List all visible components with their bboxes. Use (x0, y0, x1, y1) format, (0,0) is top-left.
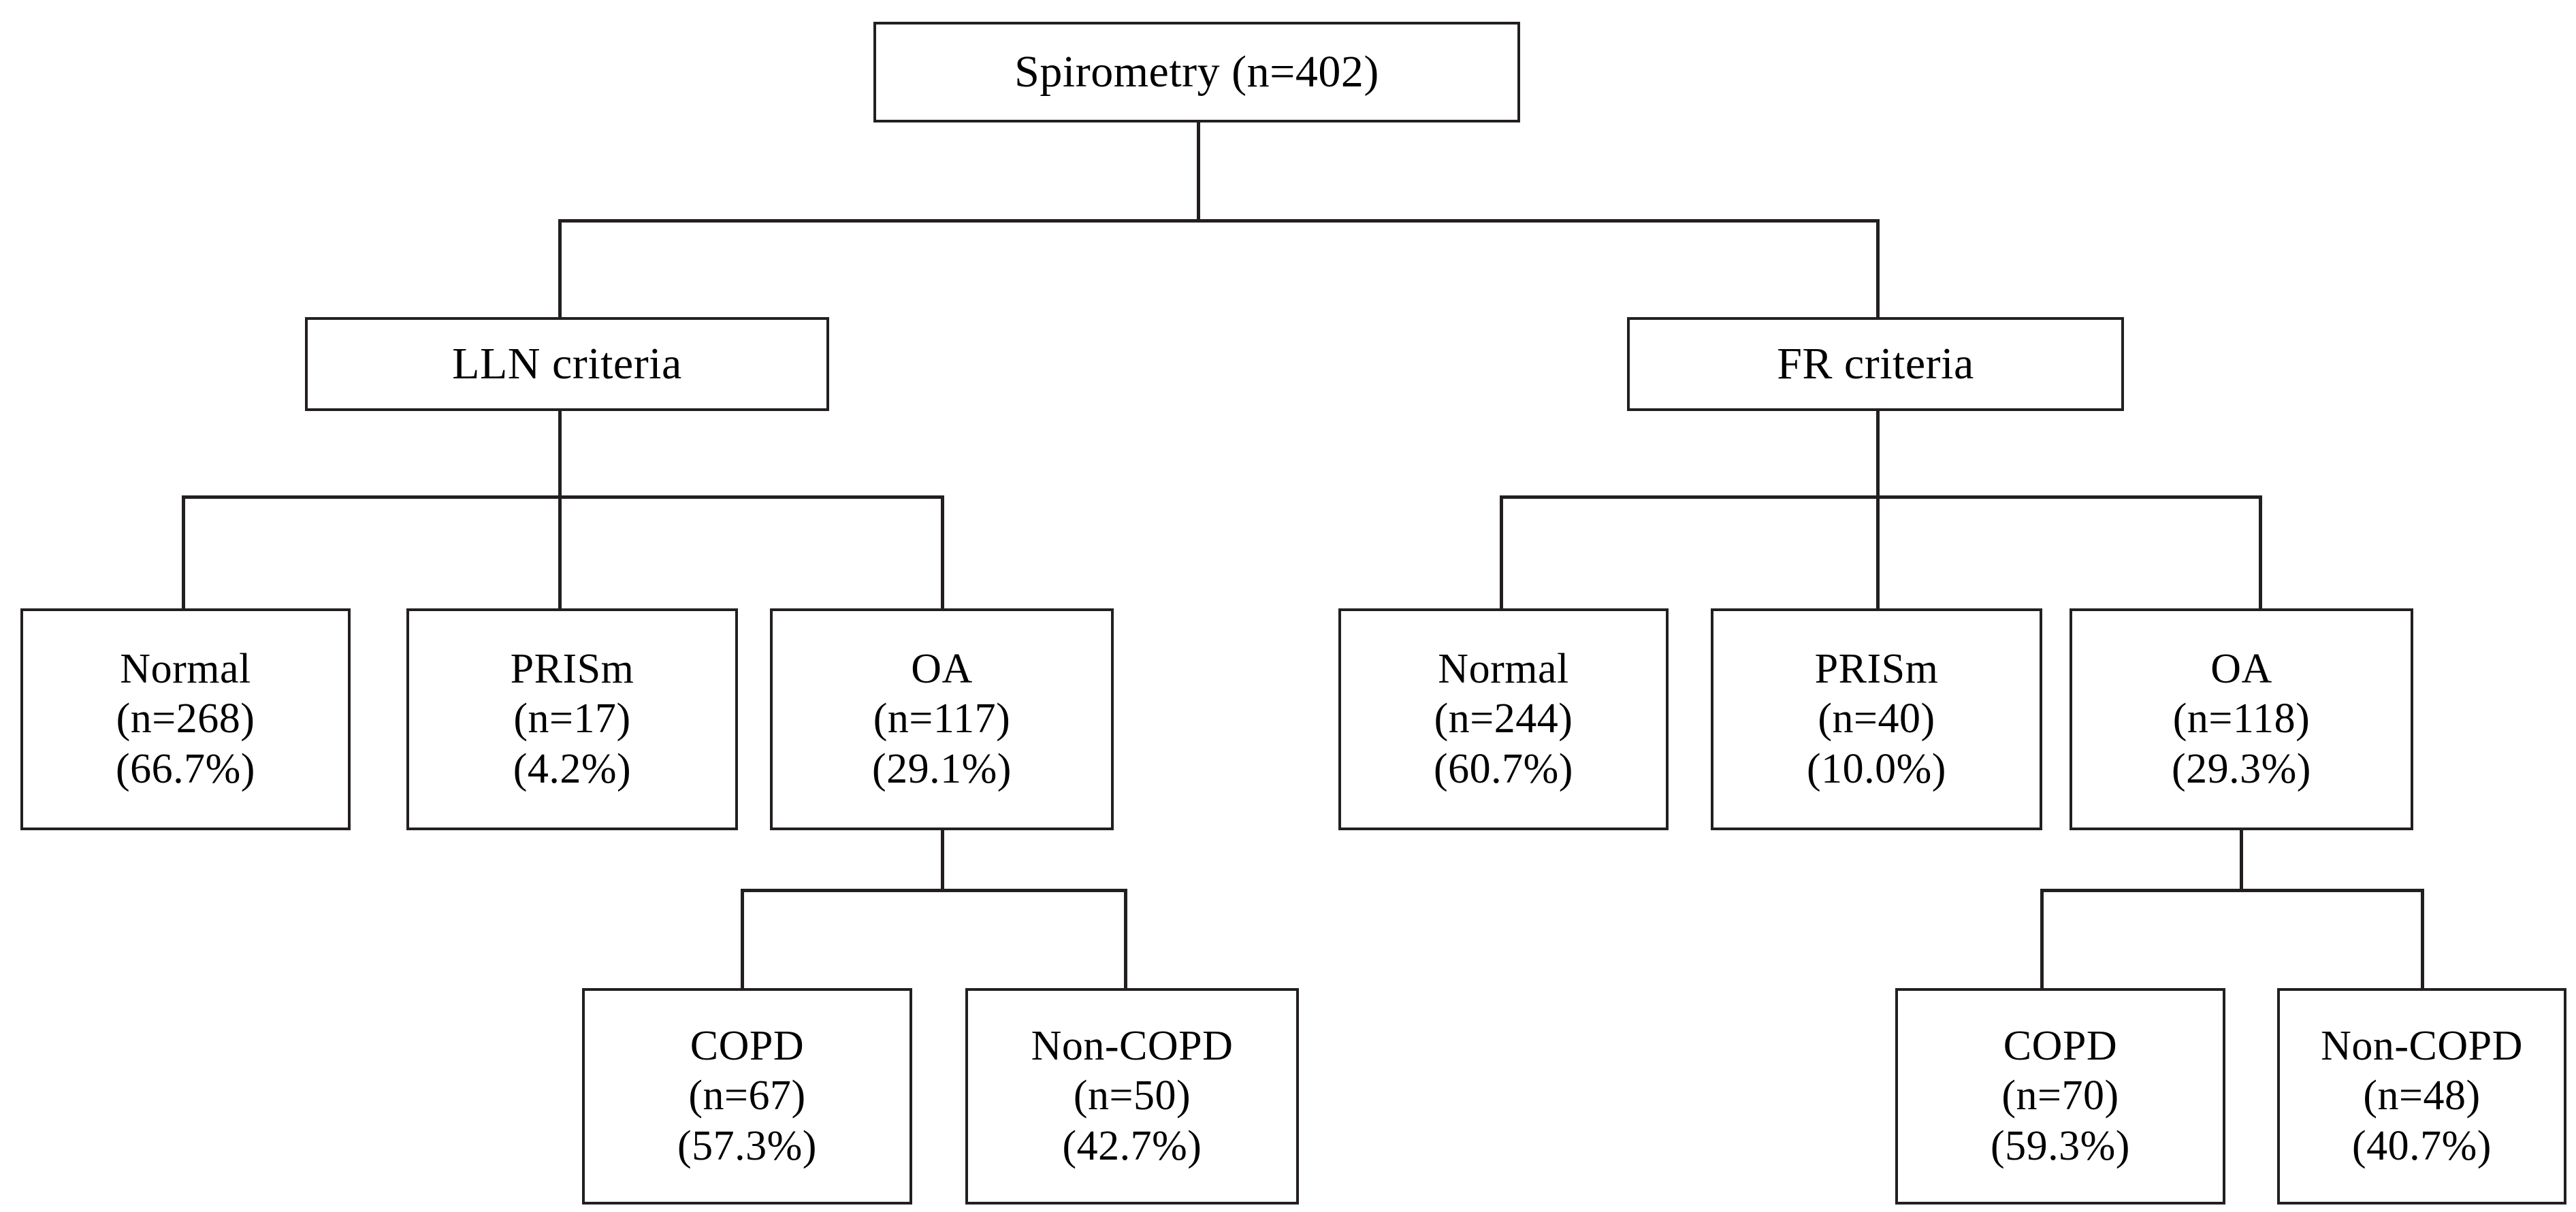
connector-lln-oa-to-copd (741, 889, 744, 989)
node-fr-copd[interactable]: COPD (n=70) (59.3%) (1895, 988, 2225, 1205)
node-lln-criteria[interactable]: LLN criteria (305, 317, 829, 411)
node-fr-oa[interactable]: OA (n=118) (29.3%) (2070, 608, 2413, 830)
node-fr-oa-percent: (29.3%) (2172, 745, 2311, 792)
node-lln-copd[interactable]: COPD (n=67) (57.3%) (582, 988, 912, 1205)
connector-fr-oa-stem (2240, 829, 2243, 891)
node-lln-normal-count: (n=268) (116, 695, 255, 742)
node-lln-oa[interactable]: OA (n=117) (29.1%) (770, 608, 1114, 830)
node-lln-normal[interactable]: Normal (n=268) (66.7%) (20, 608, 351, 830)
connector-fr-oa-to-copd (2040, 889, 2044, 989)
connector-lln-to-prism (558, 495, 562, 610)
node-lln-prism-label: PRISm (510, 646, 634, 693)
node-lln-non-copd-count: (n=50) (1073, 1072, 1191, 1119)
node-fr-oa-count: (n=118) (2172, 695, 2311, 742)
node-fr-copd-percent: (59.3%) (1991, 1122, 2130, 1169)
connector-fr-oa-bar (2040, 889, 2424, 892)
connector-lln-bar (182, 495, 943, 499)
node-fr-non-copd-label: Non-COPD (2321, 1023, 2523, 1070)
node-spirometry-label: Spirometry (n=402) (1014, 47, 1379, 97)
connector-fr-to-prism (1876, 495, 1880, 610)
node-fr-non-copd-count: (n=48) (2363, 1072, 2481, 1119)
connector-root-bar (558, 219, 1879, 223)
connector-root-stem (1197, 121, 1200, 222)
connector-fr-to-oa (2259, 495, 2262, 610)
node-fr-criteria[interactable]: FR criteria (1627, 317, 2124, 411)
node-fr-prism[interactable]: PRISm (n=40) (10.0%) (1711, 608, 2042, 830)
node-fr-normal-label: Normal (1438, 646, 1569, 693)
node-lln-oa-percent: (29.1%) (872, 745, 1012, 792)
node-lln-oa-label: OA (911, 646, 973, 693)
node-fr-copd-count: (n=70) (2001, 1072, 2119, 1119)
node-fr-non-copd[interactable]: Non-COPD (n=48) (40.7%) (2277, 988, 2566, 1205)
node-fr-non-copd-percent: (40.7%) (2352, 1122, 2492, 1169)
node-spirometry[interactable]: Spirometry (n=402) (873, 22, 1520, 122)
node-lln-oa-count: (n=117) (873, 695, 1011, 742)
node-lln-copd-label: COPD (690, 1023, 805, 1070)
connector-lln-stem (558, 408, 562, 498)
connector-fr-to-normal (1500, 495, 1503, 610)
node-lln-prism[interactable]: PRISm (n=17) (4.2%) (406, 608, 738, 830)
connector-root-to-fr (1876, 219, 1880, 320)
node-lln-criteria-label: LLN criteria (452, 339, 682, 389)
node-fr-normal[interactable]: Normal (n=244) (60.7%) (1338, 608, 1669, 830)
node-lln-normal-percent: (66.7%) (116, 745, 255, 792)
node-fr-normal-count: (n=244) (1434, 695, 1573, 742)
node-lln-non-copd-percent: (42.7%) (1062, 1122, 1202, 1169)
connector-root-to-lln (558, 219, 562, 320)
connector-fr-bar (1500, 495, 2261, 499)
connector-fr-oa-to-non-copd (2421, 889, 2424, 989)
connector-lln-oa-to-non-copd (1124, 889, 1127, 989)
connector-lln-oa-stem (941, 829, 944, 891)
node-fr-copd-label: COPD (2003, 1023, 2118, 1070)
node-lln-non-copd[interactable]: Non-COPD (n=50) (42.7%) (965, 988, 1299, 1205)
node-lln-copd-percent: (57.3%) (677, 1122, 817, 1169)
connector-lln-oa-bar (741, 889, 1127, 892)
node-lln-prism-count: (n=17) (513, 695, 631, 742)
connector-fr-stem (1876, 408, 1880, 498)
connector-lln-to-oa (941, 495, 944, 610)
node-lln-prism-percent: (4.2%) (513, 745, 632, 792)
node-fr-criteria-label: FR criteria (1777, 339, 1974, 389)
node-fr-prism-label: PRISm (1814, 646, 1939, 693)
connector-lln-to-normal (182, 495, 185, 610)
node-lln-normal-label: Normal (120, 646, 251, 693)
node-lln-non-copd-label: Non-COPD (1031, 1023, 1234, 1070)
node-lln-copd-count: (n=67) (688, 1072, 806, 1119)
node-fr-prism-percent: (10.0%) (1807, 745, 1946, 792)
node-fr-oa-label: OA (2210, 646, 2272, 693)
node-fr-prism-count: (n=40) (1818, 695, 1935, 742)
node-fr-normal-percent: (60.7%) (1434, 745, 1573, 792)
